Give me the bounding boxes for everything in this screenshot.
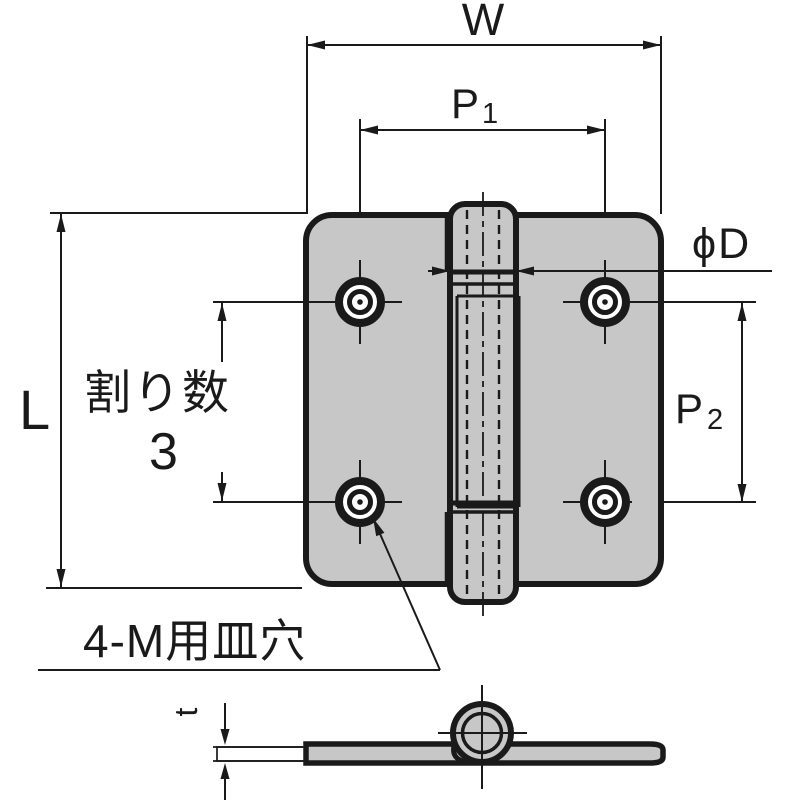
dim-knuckle-division xyxy=(213,301,333,503)
dim-diameter xyxy=(428,266,772,276)
side-view xyxy=(213,685,666,800)
label-pitch1-sub: 1 xyxy=(482,98,498,130)
countersink-leader xyxy=(38,518,441,671)
label-pitch2-sub: 2 xyxy=(707,404,723,436)
label-pitch2: P xyxy=(675,385,703,432)
label-knuckle-division: 割り数 xyxy=(84,366,231,419)
countersink-hole-bottom-right xyxy=(563,460,632,544)
leaf-tip-outline xyxy=(216,746,306,762)
dim-pitch2 xyxy=(630,301,756,503)
dim-length xyxy=(46,212,306,589)
hinge-knuckle-barrel xyxy=(444,192,521,618)
dim-thickness xyxy=(213,703,303,800)
dim-width xyxy=(306,36,662,214)
label-countersink-note: 4-M用皿穴 xyxy=(83,615,306,667)
countersink-hole-top-right xyxy=(563,260,647,344)
countersink-hole-bottom-left xyxy=(318,460,402,544)
label-diameter: ϕD xyxy=(692,220,751,268)
label-length: L xyxy=(19,378,50,441)
label-width: W xyxy=(462,0,505,45)
label-pitch1: P xyxy=(451,80,479,127)
label-knuckle-division-value: 3 xyxy=(149,423,178,481)
label-thickness: t xyxy=(168,707,204,716)
front-view xyxy=(38,36,772,671)
